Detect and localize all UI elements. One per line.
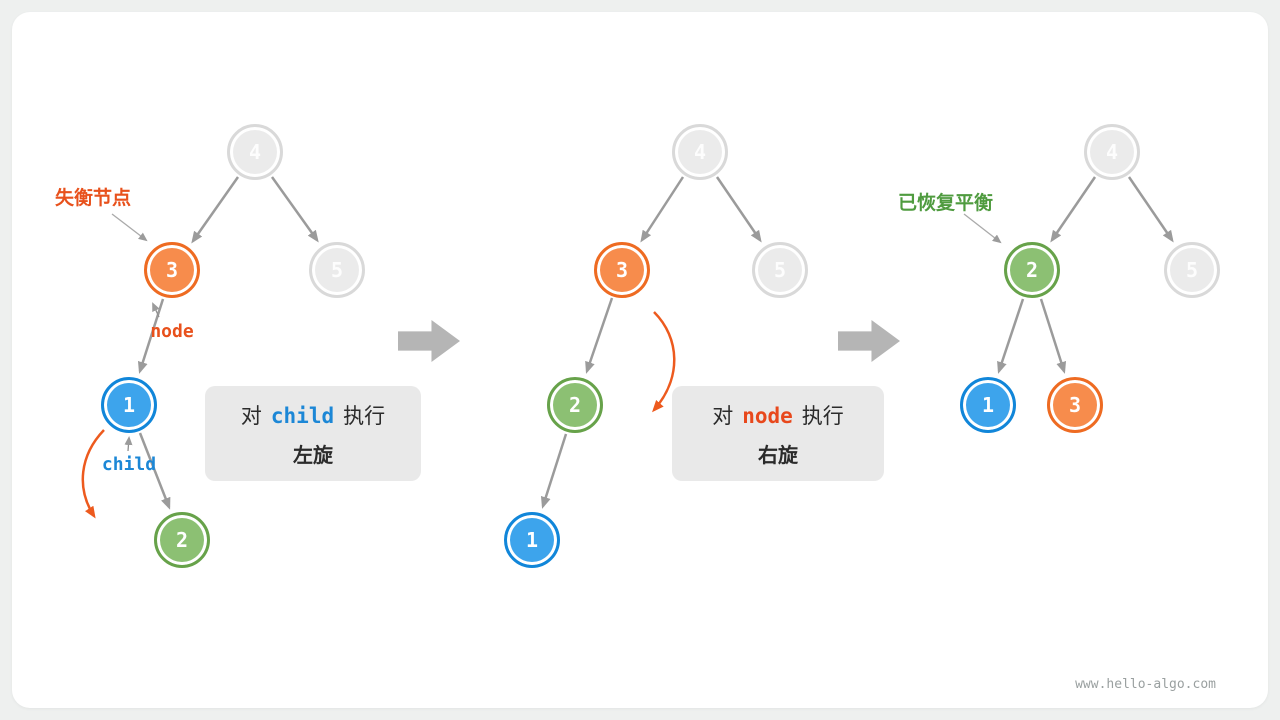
tree-node: 2 [154,512,210,568]
restored-annotation: 已恢复平衡 [898,193,994,214]
caption-suffix: 执行 [801,404,844,428]
caption-prefix: 对 [240,404,262,428]
node-pointer-label: node [150,321,194,342]
figure-card [12,12,1268,708]
tree-node: 2 [1004,242,1060,298]
tree-node: 5 [309,242,365,298]
tree-node: 4 [1084,124,1140,180]
caption-line: 对 node 执行 [712,400,844,430]
tree-node: 3 [594,242,650,298]
caption-box-right-rotation: 对 node 执行 右旋 [672,386,884,481]
caption-action: 右旋 [758,444,798,467]
watermark: www.hello-algo.com [1075,677,1216,692]
caption-line: 对 child 执行 [241,400,385,430]
tree-node: 2 [547,377,603,433]
caption-action: 左旋 [293,444,333,467]
tree-node: 1 [960,377,1016,433]
caption-box-left-rotation: 对 child 执行 左旋 [205,386,421,481]
caption-keyword-node: node [742,403,793,428]
caption-keyword-child: child [270,403,335,428]
tree-node: 3 [144,242,200,298]
child-pointer-label: child [101,454,157,475]
tree-node: 5 [1164,242,1220,298]
tree-node: 5 [752,242,808,298]
tree-node: 1 [504,512,560,568]
tree-node: 1 [101,377,157,433]
caption-prefix: 对 [712,404,734,428]
tree-node: 3 [1047,377,1103,433]
tree-node: 4 [227,124,283,180]
unbalanced-annotation: 失衡节点 [55,188,132,209]
caption-suffix: 执行 [343,404,386,428]
tree-node: 4 [672,124,728,180]
